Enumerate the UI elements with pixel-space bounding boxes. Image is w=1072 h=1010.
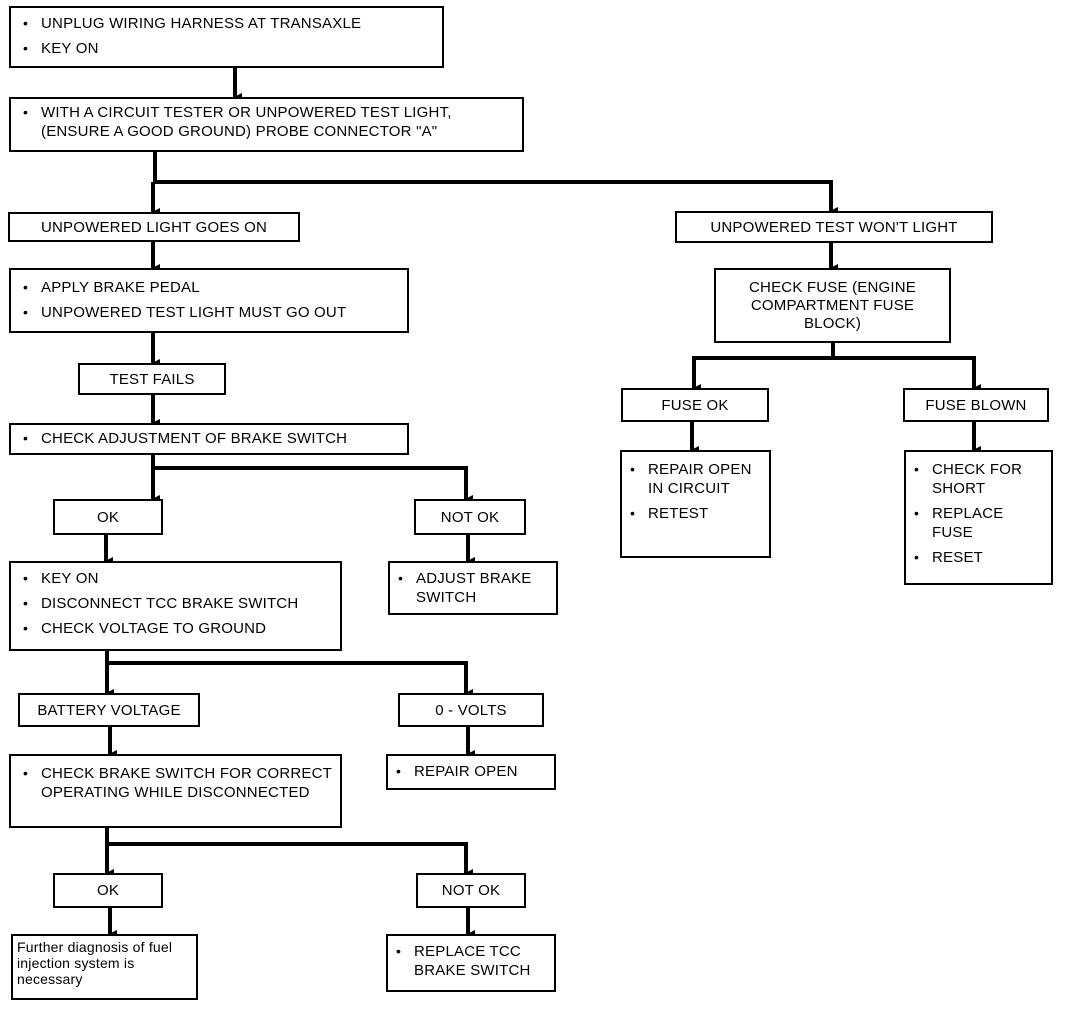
list-item: REPLACE FUSE — [914, 504, 1047, 542]
result-test-fails: TEST FAILS — [78, 363, 226, 395]
step-unplug-harness: UNPLUG WIRING HARNESS AT TRANSAXLE KEY O… — [9, 6, 444, 68]
result-battery-voltage: BATTERY VOLTAGE — [18, 693, 200, 727]
list-item: KEY ON — [23, 569, 332, 588]
list-item: ADJUST BRAKE SWITCH — [398, 569, 552, 607]
step-replace-tcc-switch: REPLACE TCC BRAKE SWITCH — [386, 934, 556, 992]
box-label: BATTERY VOLTAGE — [37, 701, 181, 719]
list-item: APPLY BRAKE PEDAL — [23, 278, 399, 297]
list-item: RETEST — [630, 504, 765, 523]
box-label: UNPOWERED LIGHT GOES ON — [40, 218, 268, 236]
step-apply-brake: APPLY BRAKE PEDAL UNPOWERED TEST LIGHT M… — [9, 268, 409, 333]
step-key-on-disconnect: KEY ON DISCONNECT TCC BRAKE SWITCH CHECK… — [9, 561, 342, 651]
box-label: FUSE OK — [661, 396, 729, 414]
list-item: CHECK ADJUSTMENT OF BRAKE SWITCH — [23, 429, 399, 448]
result-not-ok: NOT OK — [414, 499, 526, 535]
list-item: CHECK FOR SHORT — [914, 460, 1047, 498]
box-label: UNPOWERED TEST WON'T LIGHT — [710, 218, 958, 236]
step-repair-open: REPAIR OPEN — [386, 754, 556, 790]
list-item: REPAIR OPEN IN CIRCUIT — [630, 460, 765, 498]
note-further-diagnosis: Further diagnosis of fuel injection syst… — [11, 934, 198, 1000]
list-item: REPAIR OPEN — [396, 762, 550, 781]
box-label: 0 - VOLTS — [435, 701, 507, 719]
box-label: NOT OK — [440, 508, 500, 526]
result-ok: OK — [53, 873, 163, 908]
step-check-for-short: CHECK FOR SHORT REPLACE FUSE RESET — [904, 450, 1053, 585]
box-label: NOT OK — [441, 882, 501, 899]
step-check-brake-switch: CHECK BRAKE SWITCH FOR CORRECT OPERATING… — [9, 754, 342, 828]
list-item: CHECK BRAKE SWITCH FOR CORRECT OPERATING… — [23, 764, 332, 802]
box-label: OK — [96, 882, 120, 899]
box-label: OK — [96, 508, 120, 526]
result-fuse-blown: FUSE BLOWN — [903, 388, 1049, 422]
list-item: UNPLUG WIRING HARNESS AT TRANSAXLE — [23, 14, 434, 33]
list-item: REPLACE TCC BRAKE SWITCH — [396, 942, 550, 980]
box-label: TEST FAILS — [109, 370, 195, 388]
list-item: CHECK VOLTAGE TO GROUND — [23, 619, 332, 638]
result-not-ok: NOT OK — [416, 873, 526, 908]
box-label: FUSE BLOWN — [925, 396, 1027, 414]
list-item: DISCONNECT TCC BRAKE SWITCH — [23, 594, 332, 613]
list-item: RESET — [914, 548, 1047, 567]
step-adjust-brake-switch: ADJUST BRAKE SWITCH — [388, 561, 558, 615]
step-check-adjustment: CHECK ADJUSTMENT OF BRAKE SWITCH — [9, 423, 409, 455]
step-repair-open-in-circuit: REPAIR OPEN IN CIRCUIT RETEST — [620, 450, 771, 558]
result-light-goes-on: UNPOWERED LIGHT GOES ON — [8, 212, 300, 242]
list-item: WITH A CIRCUIT TESTER OR UNPOWERED TEST … — [23, 103, 514, 141]
result-zero-volts: 0 - VOLTS — [398, 693, 544, 727]
list-item: KEY ON — [23, 39, 434, 58]
step-probe-connector: WITH A CIRCUIT TESTER OR UNPOWERED TEST … — [9, 97, 524, 152]
result-ok: OK — [53, 499, 163, 535]
box-text: CHECK FUSE (ENGINE COMPARTMENT FUSE BLOC… — [749, 278, 916, 332]
list-item: UNPOWERED TEST LIGHT MUST GO OUT — [23, 303, 399, 322]
result-test-wont-light: UNPOWERED TEST WON'T LIGHT — [675, 211, 993, 243]
step-check-fuse: CHECK FUSE (ENGINE COMPARTMENT FUSE BLOC… — [714, 268, 951, 343]
note-text: Further diagnosis of fuel injection syst… — [17, 939, 173, 987]
result-fuse-ok: FUSE OK — [621, 388, 769, 422]
